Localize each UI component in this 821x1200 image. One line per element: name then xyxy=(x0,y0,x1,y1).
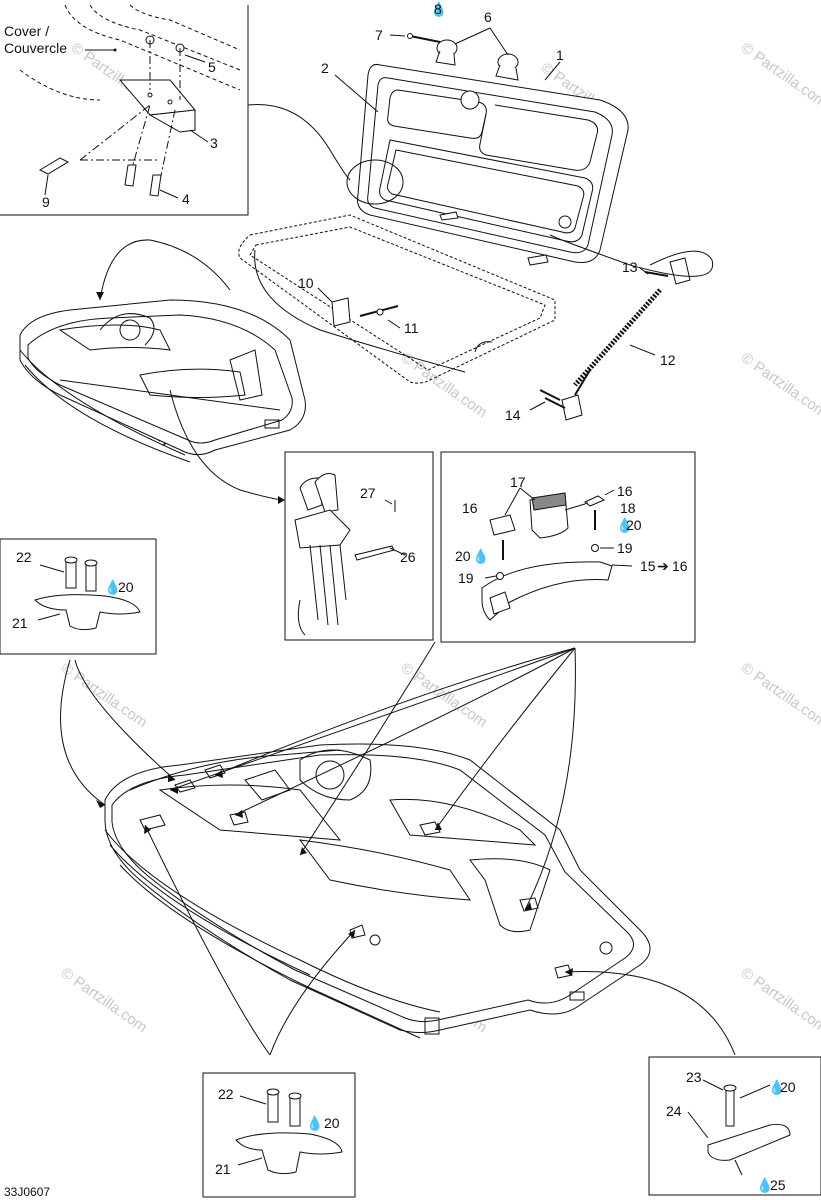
callout-18: 18 xyxy=(620,500,636,516)
oil-drop-icon: 💧 xyxy=(616,517,633,534)
arrow-heads-lower xyxy=(96,770,573,976)
callout-26: 26 xyxy=(400,549,416,565)
callout-20: 20 xyxy=(455,548,471,564)
boat-overview-upper xyxy=(19,299,306,463)
callout-22: 22 xyxy=(16,549,32,565)
oil-drop-icon: 💧 xyxy=(104,579,121,596)
callout-12: 12 xyxy=(660,352,676,368)
arrow-head xyxy=(278,496,285,504)
callout-15: 15 xyxy=(640,558,656,574)
callout-24: 24 xyxy=(666,1103,682,1119)
callout-20: 20 xyxy=(780,1079,796,1095)
callout-27: 27 xyxy=(360,485,376,501)
callout-3: 3 xyxy=(210,135,218,151)
opening-arrow xyxy=(474,341,493,353)
detail-leader xyxy=(247,104,404,205)
boat-overview-lower xyxy=(104,743,651,1039)
detail-box-cover-hinge xyxy=(0,4,249,216)
watermark: © Partzilla.com xyxy=(58,659,151,731)
cleat-parts-bottom xyxy=(235,1088,343,1175)
gas-spring-part-12 xyxy=(529,234,714,421)
drawing-code: 33J0607 xyxy=(4,1185,50,1199)
watermark: © Partzilla.com xyxy=(398,659,491,731)
cover-label-en: Cover / xyxy=(4,23,49,39)
callout-4: 4 xyxy=(182,191,190,207)
storage-cover-part-1 xyxy=(334,27,629,266)
callout-20: 20 xyxy=(324,1115,340,1131)
connector-curves xyxy=(99,239,466,501)
callout-23: 23 xyxy=(686,1069,702,1085)
shifter-part xyxy=(294,473,406,636)
callout-16-ref: 16 xyxy=(672,558,688,574)
callout-5: 5 xyxy=(208,59,216,75)
watermark: © Partzilla.com xyxy=(738,349,821,421)
oil-drop-icon: 💧 xyxy=(756,1177,773,1194)
callout-2: 2 xyxy=(321,60,329,76)
oil-drop-icon: 💧 xyxy=(430,1,447,18)
callout-21: 21 xyxy=(12,615,28,631)
arrow-right-icon: ➔ xyxy=(657,558,669,574)
cleat-parts-left xyxy=(34,556,141,631)
arrow-head xyxy=(96,292,104,300)
detail-box-grab-handle xyxy=(440,451,696,643)
callout-20: 20 xyxy=(118,579,134,595)
callout-9: 9 xyxy=(42,194,50,210)
connector-curves-lower xyxy=(60,641,736,1056)
callout-8: 8 xyxy=(434,1,442,17)
grab-handle-parts xyxy=(481,487,633,621)
watermark: © Partzilla.com xyxy=(398,349,491,421)
callout-17: 17 xyxy=(510,474,526,490)
watermark: © Partzilla.com xyxy=(738,39,821,111)
watermark: © Partzilla.com xyxy=(58,964,151,1036)
callout-25: 25 xyxy=(770,1177,786,1193)
callout-22: 22 xyxy=(218,1086,234,1102)
callout-13: 13 xyxy=(622,259,638,275)
callout-7: 7 xyxy=(375,27,383,43)
callout-16: 16 xyxy=(617,483,633,499)
callout-11: 11 xyxy=(404,320,419,336)
detail-box-tow-eye xyxy=(648,1056,821,1196)
part-10-11 xyxy=(317,287,401,329)
oil-drop-icon: 💧 xyxy=(768,1079,785,1096)
callout-20: 20 xyxy=(626,517,642,533)
callout-21: 21 xyxy=(215,1161,231,1177)
storage-opening-outline xyxy=(238,214,556,384)
oil-drop-icon: 💧 xyxy=(472,548,489,565)
callout-19: 19 xyxy=(458,570,474,586)
tow-eye-parts xyxy=(687,1079,791,1176)
callout-16: 16 xyxy=(462,500,478,516)
callout-6: 6 xyxy=(484,9,492,25)
callout-14: 14 xyxy=(505,407,521,423)
watermark: © Partzilla.com xyxy=(738,659,821,731)
watermark: © Partzilla.com xyxy=(738,964,821,1036)
callout-1: 1 xyxy=(556,47,564,63)
oil-drop-icon: 💧 xyxy=(306,1115,323,1132)
callout-19: 19 xyxy=(617,540,633,556)
cover-label-fr: Couvercle xyxy=(4,40,67,56)
callout-10: 10 xyxy=(298,275,314,291)
